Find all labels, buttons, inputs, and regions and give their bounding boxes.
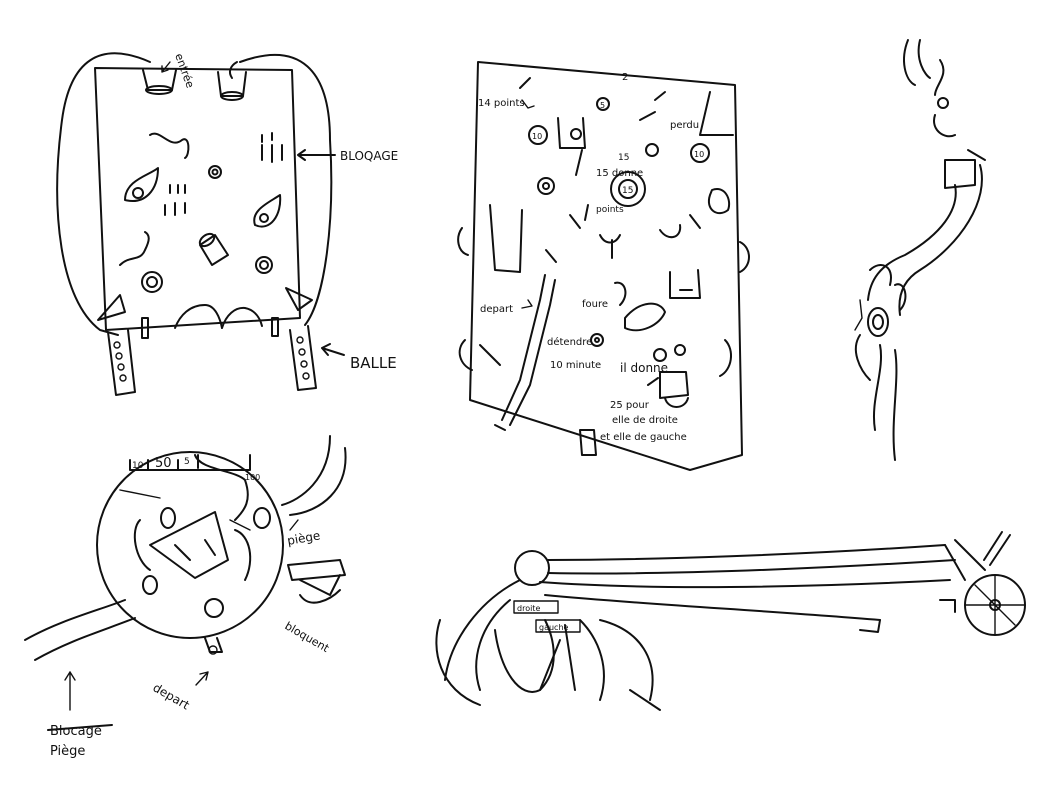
label-gauche: gauche (539, 623, 569, 632)
label-perdu: perdu (670, 120, 699, 131)
score-10: 10 (132, 461, 144, 471)
pinball-sketch-1: entrée BLOQAGE (56, 52, 398, 396)
label-elle-de-droite: elle de droite (612, 415, 678, 426)
score-50: 50 (155, 456, 172, 471)
score-5: 5 (184, 457, 190, 467)
ramp-sketch: droite gauche (435, 531, 1026, 711)
label-10-minute: 10 minute (550, 360, 601, 371)
label-25-pour: 25 pour (610, 400, 650, 411)
label-depart-3: depart (151, 680, 193, 712)
winding-track-sketch (854, 39, 986, 461)
label-piege-right: piège (286, 528, 321, 548)
label-et-elle-de-gauche: et elle de gauche (600, 432, 687, 443)
bumper-10-label: 10 (532, 132, 542, 141)
label-top-2: 2 (622, 72, 628, 83)
bumper-5-label: 5 (600, 101, 605, 110)
round-board-sketch: 10 50 5 100 piège bloquent Blocage Piège… (24, 435, 347, 759)
label-droite: droite (517, 604, 540, 613)
pinball-sketch-2: 2 14 points 10 5 perdu 10 15 15 donne 15… (457, 61, 750, 471)
label-bloquent: bloquent (283, 619, 332, 655)
bumper-15-label: 15 (622, 186, 633, 196)
score-100: 100 (245, 473, 260, 482)
label-foure: foure (582, 299, 608, 310)
label-balle: BALLE (350, 354, 397, 372)
label-detendre: détendre (547, 336, 592, 348)
label-points: points (596, 205, 624, 215)
label-il: il donne (620, 361, 668, 375)
bumper-10b-label: 10 (694, 150, 704, 159)
label-14-points: 14 points (478, 98, 525, 109)
label-blocage: BLOQAGE (340, 149, 398, 163)
label-depart-2: depart (480, 304, 513, 315)
label-15-top: 15 (618, 153, 629, 163)
label-piege-bottom: Piège (50, 744, 85, 759)
